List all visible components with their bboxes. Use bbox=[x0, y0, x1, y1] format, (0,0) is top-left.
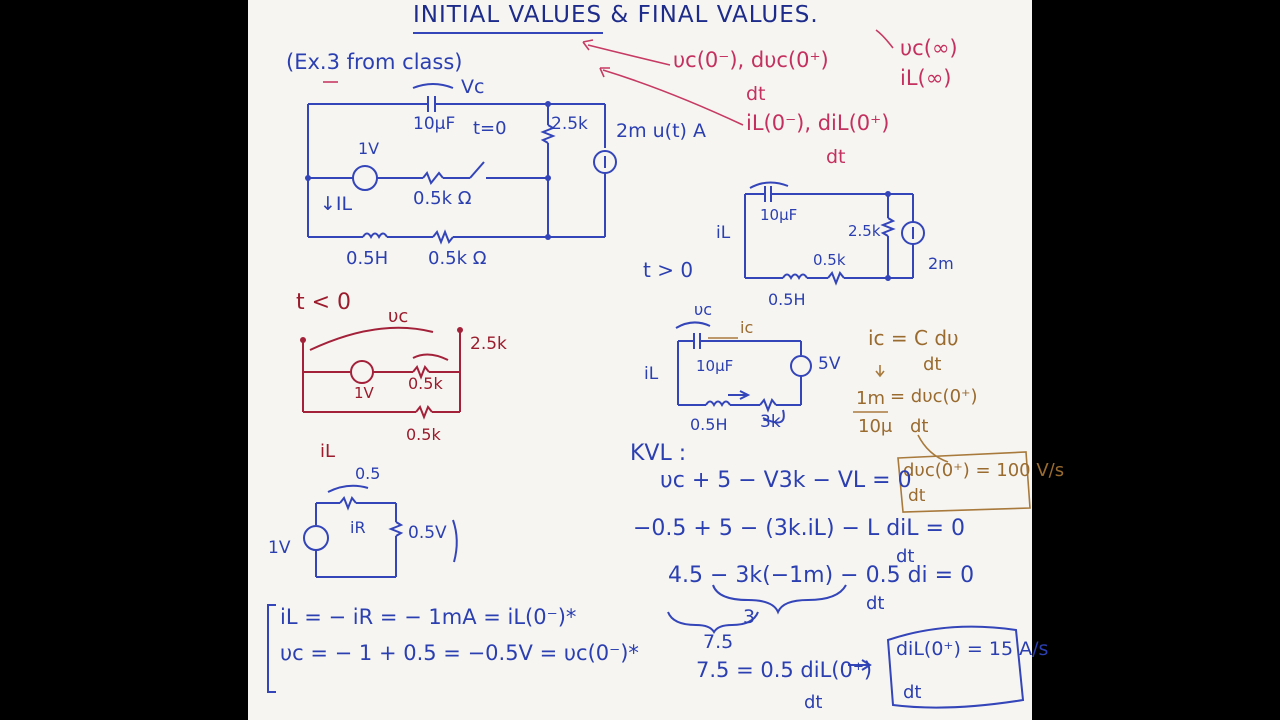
main-vc-label: Vc bbox=[461, 76, 485, 98]
note-vc-final: υc(∞) bbox=[900, 36, 958, 60]
main-source-label: 2m u(t) A bbox=[616, 120, 706, 142]
brown-arrow bbox=[917, 434, 949, 463]
brace-75 bbox=[667, 611, 759, 635]
kvl-line4-dt: dt bbox=[804, 692, 823, 713]
main-circuit-wires bbox=[307, 83, 617, 245]
arrowhead-2 bbox=[599, 67, 610, 78]
t-less-circuit-wires bbox=[302, 326, 461, 420]
kvl-line2-dt: dt bbox=[896, 546, 915, 567]
reduced-cap: 10μF bbox=[696, 357, 734, 375]
cap-law-eq: ic = C dυ bbox=[868, 326, 959, 350]
brace-3 bbox=[712, 584, 847, 615]
kvl-brace-75: 7.5 bbox=[703, 631, 734, 653]
note-vc-initial: υc(0⁻), dυc(0⁺) bbox=[673, 48, 829, 72]
t-less-vsrc: 1V bbox=[354, 384, 374, 402]
reduced-inductor: 0.5H bbox=[690, 415, 728, 434]
t-greater-il: iL bbox=[716, 223, 731, 243]
kvl-line2: −0.5 + 5 − (3k.iL) − L diL = 0 bbox=[633, 516, 965, 541]
main-switch-label: t=0 bbox=[473, 118, 507, 139]
t-less-il: iL bbox=[320, 441, 336, 462]
main-il-label: ↓IL bbox=[320, 193, 353, 215]
reduced-vs: 5V bbox=[818, 354, 841, 374]
note-il-final: iL(∞) bbox=[900, 66, 952, 90]
t-less-label: t < 0 bbox=[296, 290, 352, 315]
arrowhead-1 bbox=[582, 39, 594, 51]
main-vsrc-label: 1V bbox=[358, 139, 380, 158]
kvl-final: diL(0⁺) = 15 A/s bbox=[896, 638, 1049, 660]
t-less-r-top: 2.5k bbox=[470, 334, 507, 354]
t-less-r-mid: 0.5k bbox=[408, 374, 443, 393]
main-inductor-label: 0.5H bbox=[346, 248, 389, 269]
result-vc: υc = − 1 + 0.5 = −0.5V = υc(0⁻)* bbox=[280, 641, 639, 665]
t-greater-r-bot: 0.5k bbox=[813, 251, 846, 269]
arrow-final-note bbox=[875, 29, 894, 49]
reduced-circuit-wires bbox=[675, 321, 812, 424]
arrow-vc-note bbox=[587, 44, 671, 66]
t-less-vc: υc bbox=[388, 306, 409, 327]
whiteboard-paper: INITIAL VALUES & FINAL VALUES. (Ex.3 fro… bbox=[248, 0, 1064, 720]
main-cap-label: 10μF bbox=[413, 114, 456, 134]
cap-law-eq2: = dυc(0⁺) bbox=[890, 386, 978, 407]
kvl-brace-3: 3 bbox=[743, 606, 756, 628]
handwritten-diagrams bbox=[267, 29, 1031, 709]
reduced-ic: ic bbox=[740, 318, 754, 337]
t-greater-r: 2.5k bbox=[848, 222, 881, 240]
reduced-r: 3k bbox=[760, 412, 781, 432]
arrow-il-note bbox=[602, 69, 744, 126]
final-box bbox=[886, 625, 1025, 709]
kvl-final-dt: dt bbox=[903, 682, 922, 703]
cap-law-dt2: dt bbox=[910, 416, 929, 437]
t-greater-cap: 10μF bbox=[760, 206, 798, 224]
result-bracket bbox=[267, 604, 276, 693]
note-dt-b: dt bbox=[826, 146, 846, 168]
t-greater-source: 2m bbox=[928, 254, 954, 273]
t-greater-label: t > 0 bbox=[643, 258, 694, 282]
boxed-result-bottom: dt bbox=[908, 486, 926, 506]
kvl-label: KVL : bbox=[630, 441, 687, 466]
kvl-line1: υc + 5 − V3k − VL = 0 bbox=[660, 468, 912, 493]
result-box bbox=[897, 451, 1031, 513]
example-label: (Ex.3 from class) bbox=[286, 50, 463, 74]
t-less-r-bot: 0.5k bbox=[406, 425, 441, 444]
implies-arrow bbox=[848, 659, 872, 671]
small-circuit-wires bbox=[303, 484, 458, 578]
small-vr-label: 0.5V bbox=[408, 523, 447, 543]
reduced-vc: υc bbox=[694, 300, 713, 319]
boxed-result-top: dυc(0⁺) = 100 V/s bbox=[903, 460, 1065, 481]
reduced-il: iL bbox=[644, 364, 659, 384]
t-greater-circuit-wires bbox=[744, 181, 925, 286]
cap-law-den: 10μ bbox=[858, 416, 893, 437]
kvl-line3-dt: dt bbox=[866, 593, 885, 614]
t-greater-inductor: 0.5H bbox=[768, 290, 806, 309]
kvl-line3: 4.5 − 3k(−1m) − 0.5 di = 0 bbox=[668, 563, 975, 588]
kvl-line4: 7.5 = 0.5 diL(0⁺) bbox=[696, 658, 873, 682]
arrow-down bbox=[875, 365, 885, 378]
small-r-label: 0.5 bbox=[355, 464, 381, 483]
result-il: iL = − iR = − 1mA = iL(0⁻)* bbox=[280, 605, 577, 629]
small-ir-label: iR bbox=[350, 518, 366, 537]
note-il-initial: iL(0⁻), diL(0⁺) bbox=[746, 111, 890, 135]
main-r-mid-label: 0.5k Ω bbox=[413, 188, 472, 209]
main-r-top-label: 2.5k bbox=[551, 114, 588, 134]
small-vsrc-label: 1V bbox=[268, 538, 291, 558]
note-dt-a: dt bbox=[746, 83, 766, 105]
cap-law-num: 1m bbox=[856, 388, 885, 409]
page-title: INITIAL VALUES & FINAL VALUES. bbox=[413, 2, 819, 28]
cap-law-dt: dt bbox=[923, 354, 942, 375]
main-r-bot-label: 0.5k Ω bbox=[428, 248, 487, 269]
